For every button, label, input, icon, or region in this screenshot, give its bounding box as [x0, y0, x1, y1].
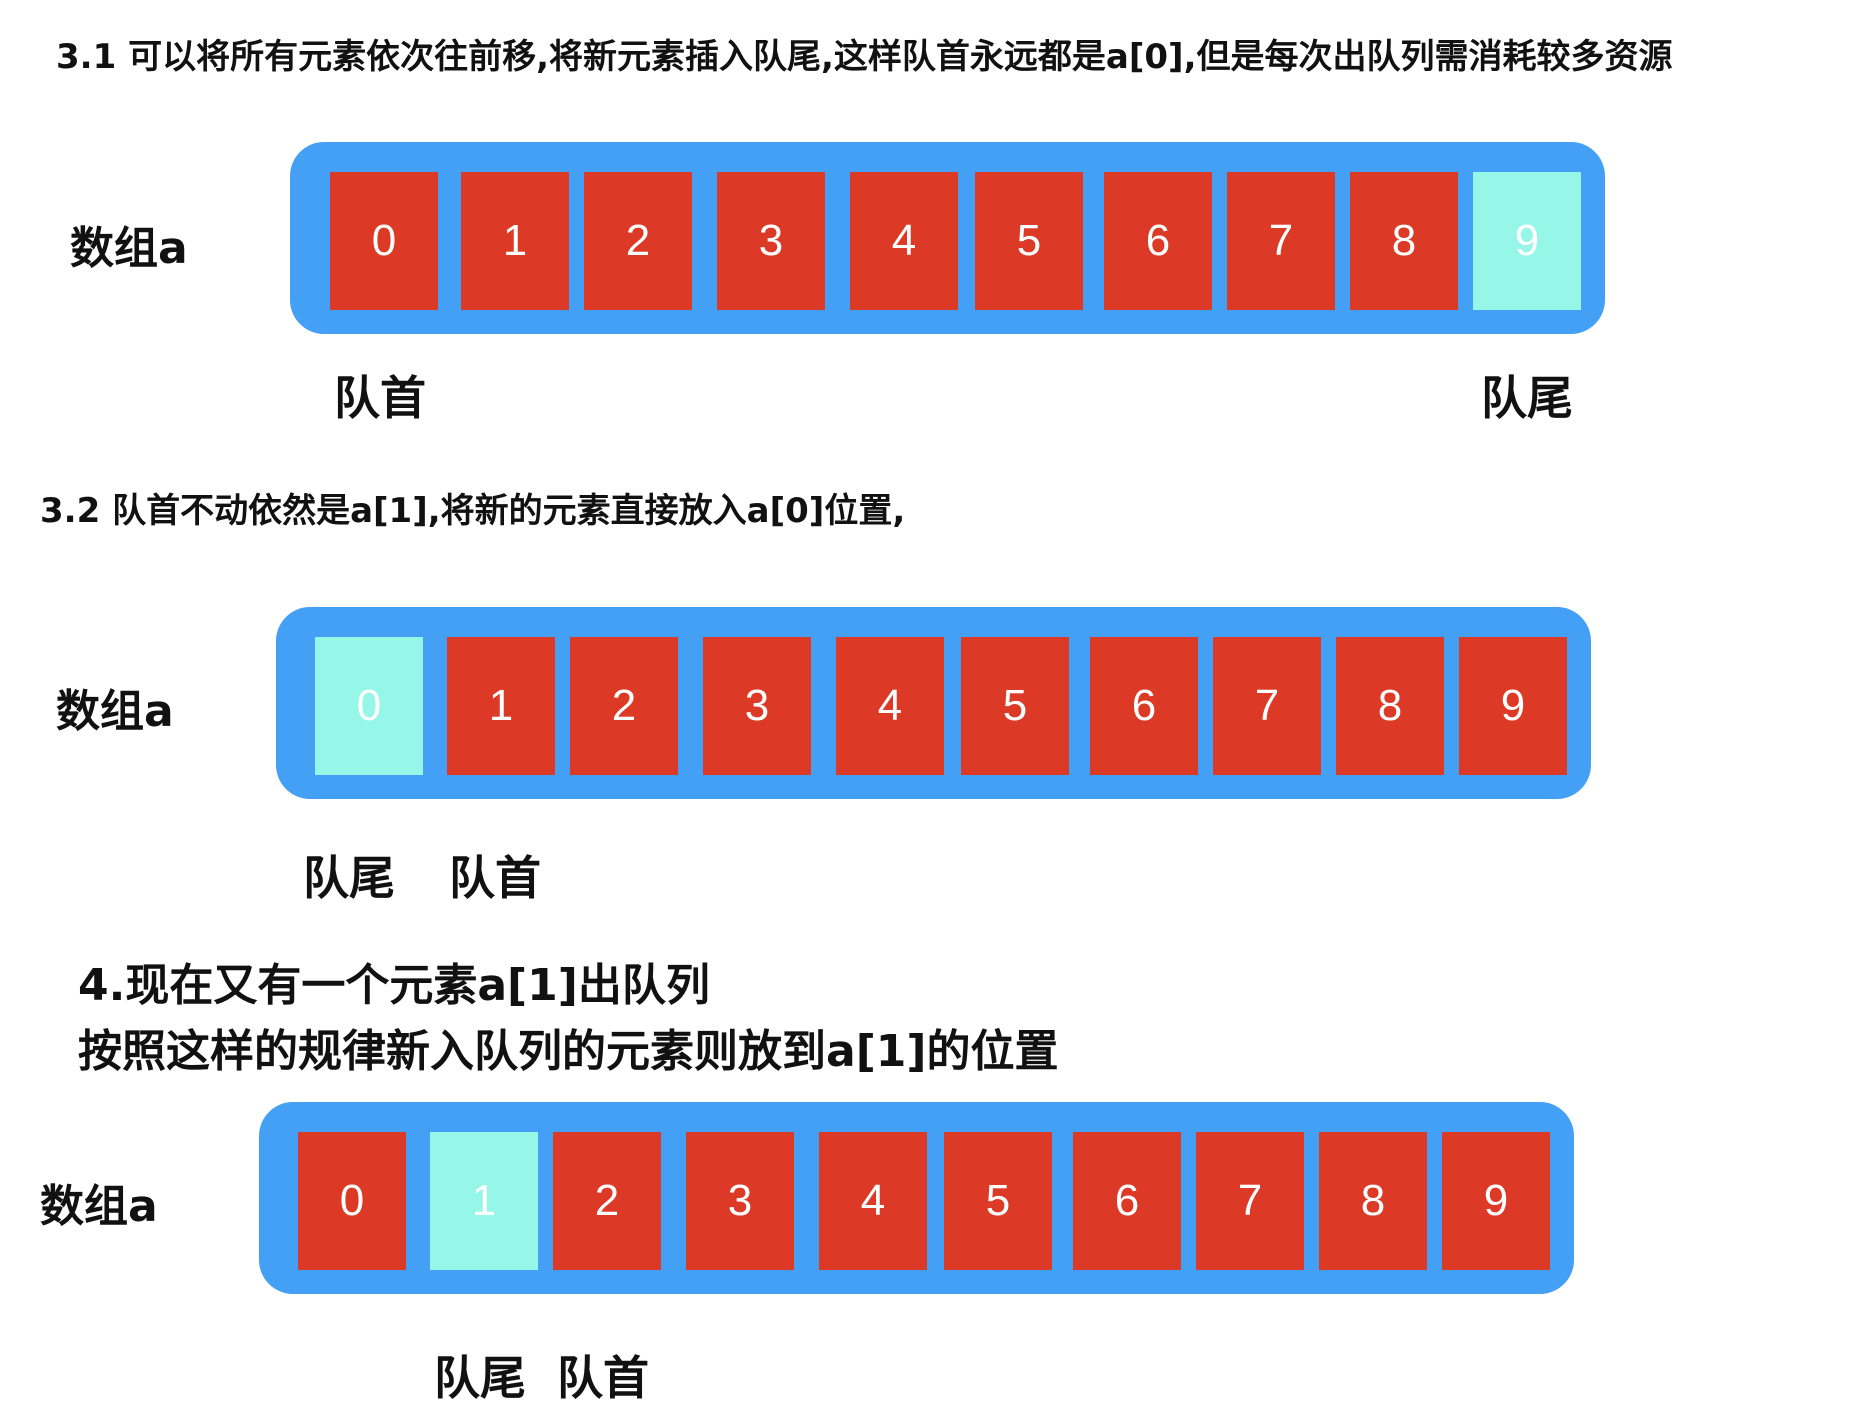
array-cell: 3 [703, 637, 811, 775]
array-cell-highlighted: 0 [315, 637, 423, 775]
section-heading: 3.2 队首不动依然是a[1],将新的元素直接放入a[0]位置, [40, 491, 906, 531]
queue-head-label: 队首 [449, 851, 541, 905]
array-label: 数组a [56, 686, 174, 737]
array-cell: 8 [1350, 172, 1458, 310]
queue-head-label: 队首 [334, 371, 426, 425]
array-cell-highlighted: 1 [430, 1132, 538, 1270]
array-cell: 6 [1073, 1132, 1181, 1270]
array-label: 数组a [40, 1181, 158, 1232]
array-cell: 9 [1459, 637, 1567, 775]
section-heading: 按照这样的规律新入队列的元素则放到a[1]的位置 [78, 1026, 1059, 1077]
queue-tail-label: 队尾 [303, 851, 395, 905]
array-cell: 5 [961, 637, 1069, 775]
array-cell: 4 [850, 172, 958, 310]
array-cell: 7 [1227, 172, 1335, 310]
array-cell: 3 [686, 1132, 794, 1270]
array-cell: 4 [836, 637, 944, 775]
array-cell: 1 [447, 637, 555, 775]
queue-tail-label: 队尾 [1481, 371, 1573, 425]
section-heading: 4.现在又有一个元素a[1]出队列 [78, 960, 710, 1011]
array-cell: 4 [819, 1132, 927, 1270]
array-cell: 5 [975, 172, 1083, 310]
array-cell: 7 [1196, 1132, 1304, 1270]
queue-head-label: 队首 [557, 1351, 649, 1405]
array-container: 0 1 2 3 4 5 6 7 8 9 [276, 607, 1591, 799]
array-cell: 2 [584, 172, 692, 310]
array-cell: 6 [1090, 637, 1198, 775]
queue-tail-label: 队尾 [434, 1351, 526, 1405]
array-cell: 9 [1442, 1132, 1550, 1270]
array-cell: 3 [717, 172, 825, 310]
section-heading: 3.1 可以将所有元素依次往前移,将新元素插入队尾,这样队首永远都是a[0],但… [56, 37, 1673, 77]
array-cell: 7 [1213, 637, 1321, 775]
array-cell: 8 [1319, 1132, 1427, 1270]
array-cell: 5 [944, 1132, 1052, 1270]
array-container: 0 1 2 3 4 5 6 7 8 9 [259, 1102, 1574, 1294]
array-cell: 1 [461, 172, 569, 310]
array-cell-highlighted: 9 [1473, 172, 1581, 310]
array-cell: 0 [330, 172, 438, 310]
array-container: 0 1 2 3 4 5 6 7 8 9 [290, 142, 1605, 334]
array-label: 数组a [70, 223, 188, 274]
array-cell: 2 [570, 637, 678, 775]
array-cell: 0 [298, 1132, 406, 1270]
array-cell: 8 [1336, 637, 1444, 775]
array-cell: 6 [1104, 172, 1212, 310]
array-cell: 2 [553, 1132, 661, 1270]
